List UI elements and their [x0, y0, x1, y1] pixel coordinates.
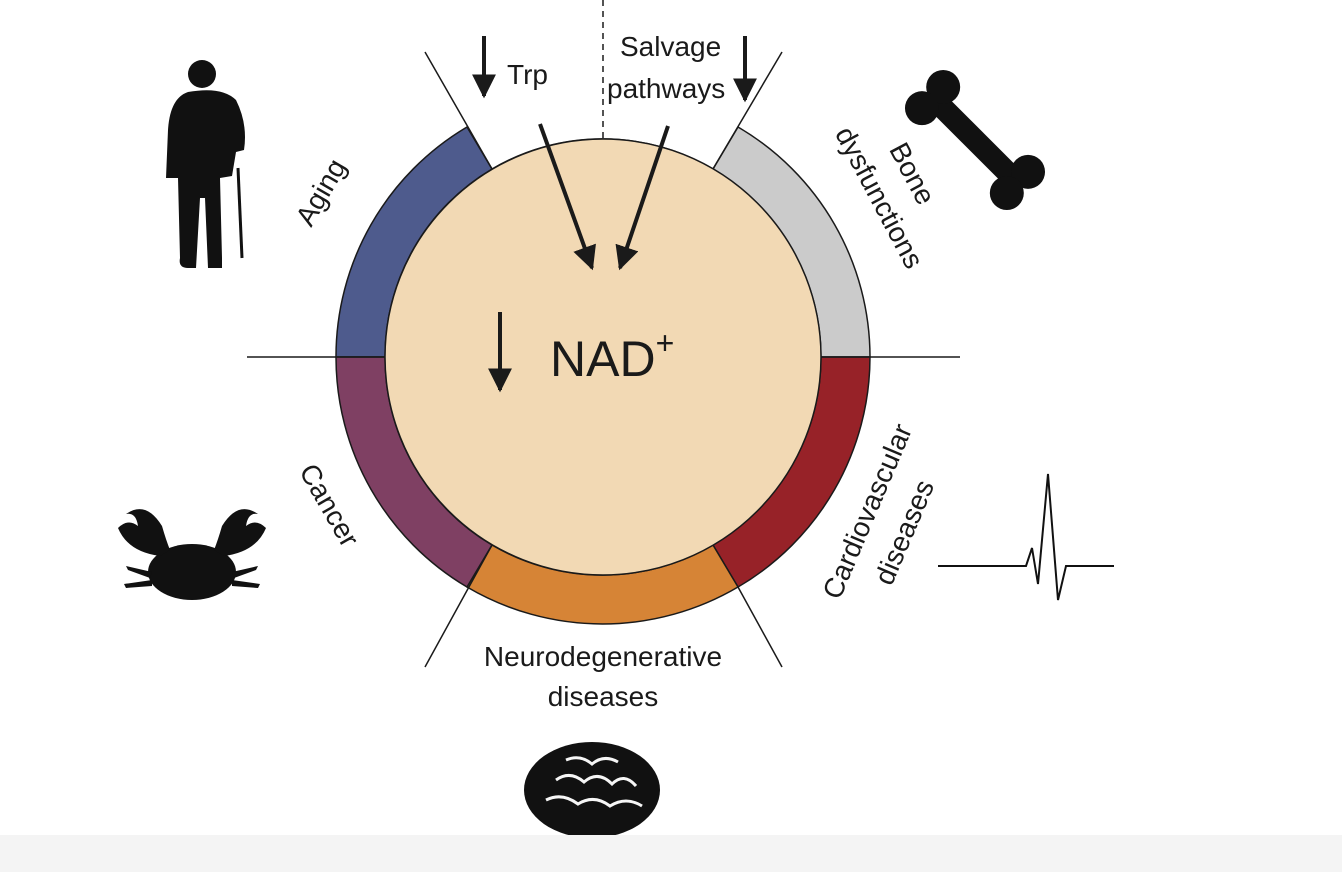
salvage-label-line1: Salvage: [620, 31, 721, 62]
salvage-label-line2: pathways: [607, 73, 725, 104]
crab-icon: [118, 509, 266, 600]
heartbeat-icon: [938, 473, 1114, 601]
divider-line-bottom-right: [737, 586, 783, 668]
brain-icon: [524, 742, 660, 838]
nad-label: NAD+: [550, 325, 674, 387]
trp-label: Trp: [507, 59, 548, 90]
trp-to-nad-arrow: [538, 123, 596, 271]
divider-line-top-left: [424, 51, 493, 170]
cancer-label: Cancer: [293, 458, 365, 552]
elderly-person-icon: [166, 60, 245, 268]
footer-bar: [0, 835, 1342, 872]
neuro-label-line1: Neurodegenerative: [484, 641, 722, 672]
bone-icon: [904, 69, 1046, 211]
neuro-label-line2: diseases: [548, 681, 659, 712]
divider-line-top-right: [712, 51, 783, 170]
salvage-to-nad-arrow: [615, 125, 670, 271]
divider-line-bottom-left: [424, 544, 493, 668]
aging-label: Aging: [289, 153, 352, 231]
